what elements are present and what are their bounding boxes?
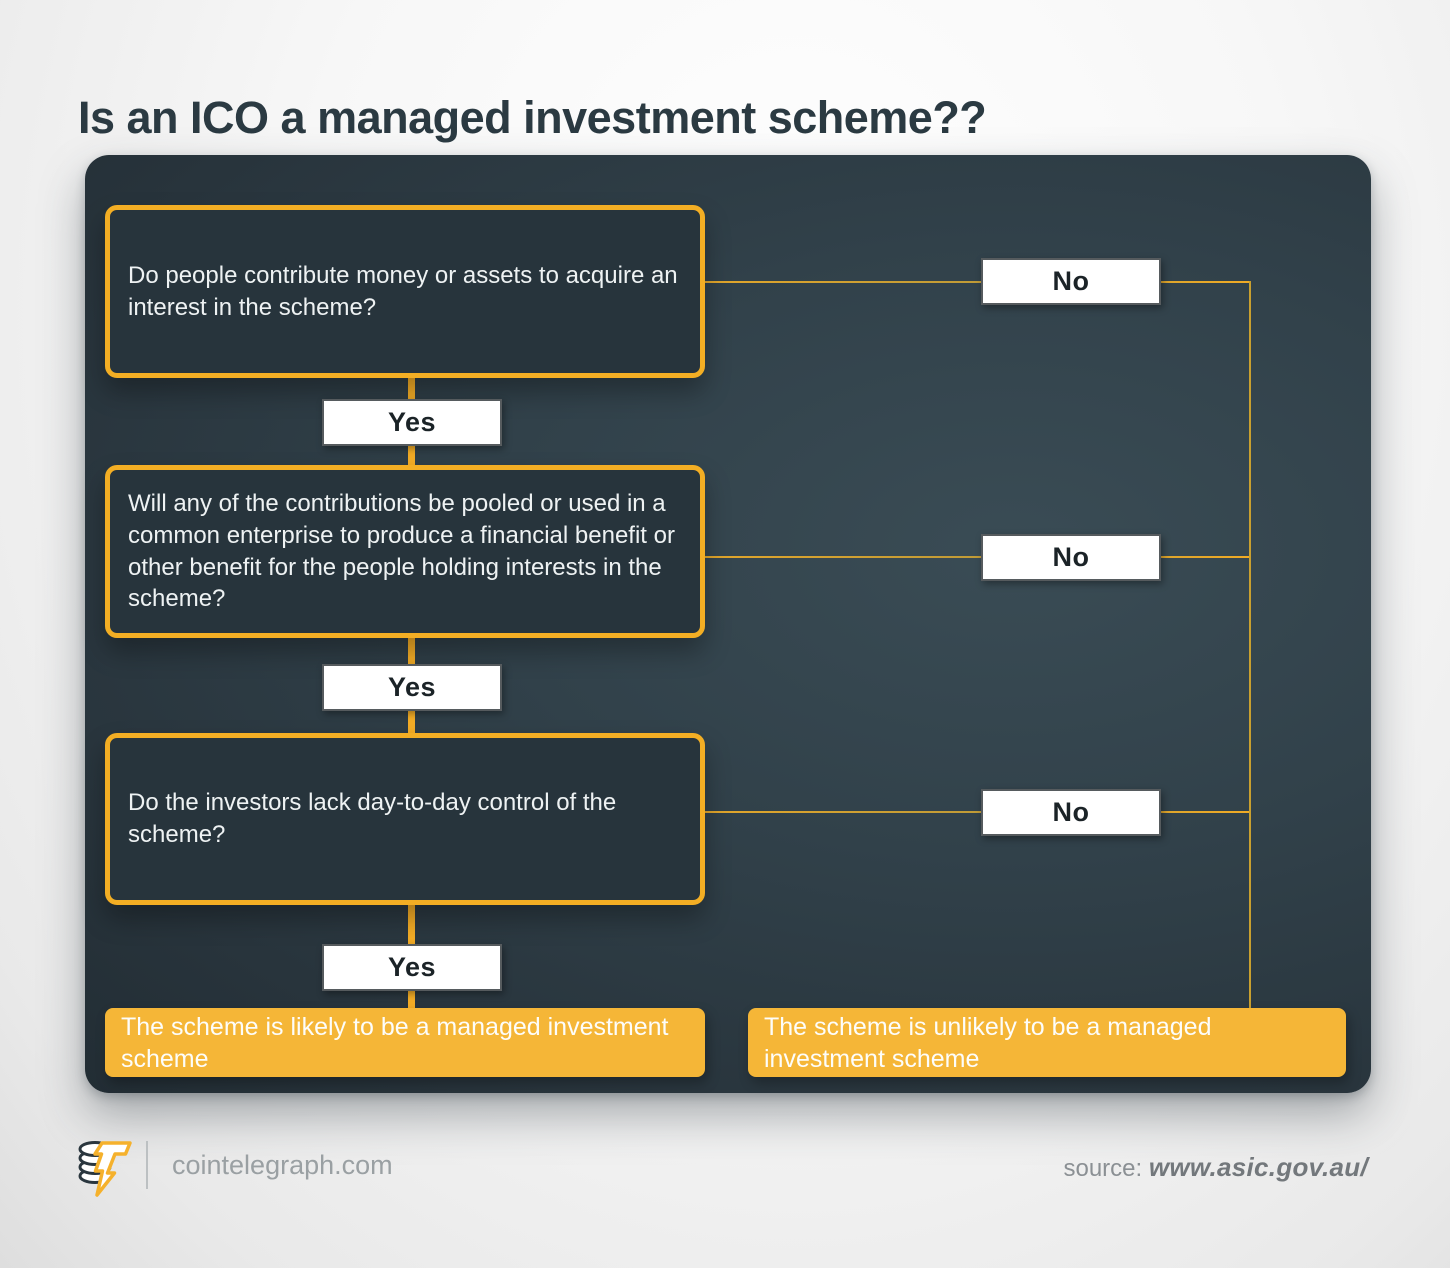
page-title: Is an ICO a managed investment scheme?? bbox=[78, 92, 987, 144]
no-label-3: No bbox=[981, 789, 1161, 836]
no-label-2: No bbox=[981, 534, 1161, 581]
coin-stack-lightning-icon bbox=[78, 1141, 132, 1197]
outcome-likely: The scheme is likely to be a managed inv… bbox=[105, 1008, 705, 1077]
footer-divider bbox=[146, 1141, 148, 1189]
question-text-3: Do the investors lack day-to-day control… bbox=[128, 789, 617, 848]
outcome-unlikely: The scheme is unlikely to be a managed i… bbox=[748, 1008, 1346, 1077]
yes-label-3: Yes bbox=[322, 944, 502, 991]
question-text-1: Do people contribute money or assets to … bbox=[128, 261, 678, 321]
source-note: source: www.asic.gov.au/ bbox=[1063, 1152, 1368, 1183]
source-label: source: bbox=[1063, 1155, 1143, 1182]
question-box-1: Do people contribute money or assets to … bbox=[105, 205, 705, 378]
connector-no-2 bbox=[705, 556, 1251, 558]
cointelegraph-logo bbox=[74, 1136, 136, 1203]
connector-no-1 bbox=[705, 281, 1251, 283]
connector-no-vertical bbox=[1249, 281, 1251, 1010]
question-box-2: Will any of the contributions be pooled … bbox=[105, 465, 705, 638]
connector-no-3 bbox=[705, 811, 1251, 813]
yes-label-1: Yes bbox=[322, 399, 502, 446]
yes-label-2: Yes bbox=[322, 664, 502, 711]
no-label-1: No bbox=[981, 258, 1161, 305]
source-url: www.asic.gov.au/ bbox=[1148, 1152, 1368, 1182]
question-text-2: Will any of the contributions be pooled … bbox=[128, 490, 675, 613]
footer-brand: cointelegraph.com bbox=[172, 1150, 393, 1180]
question-box-3: Do the investors lack day-to-day control… bbox=[105, 733, 705, 905]
